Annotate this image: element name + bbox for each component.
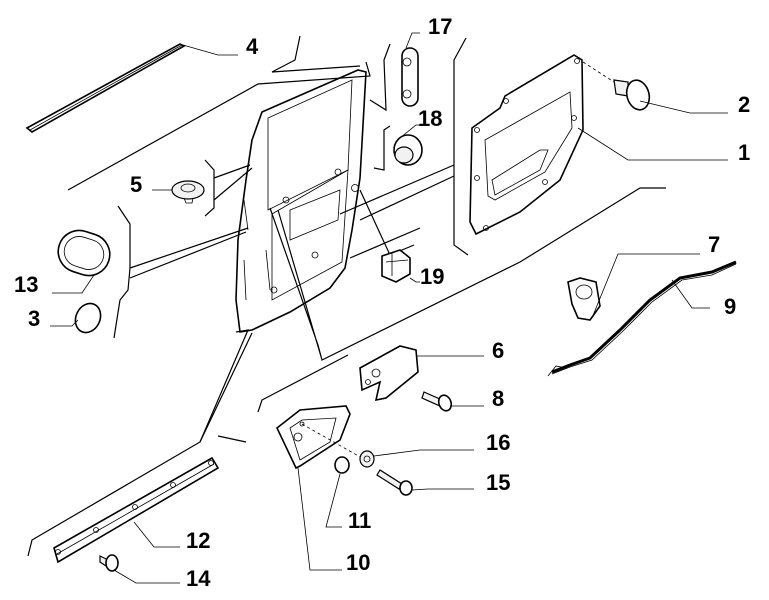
callout-4[interactable]: 4 [246,34,259,59]
leader-15 [411,488,474,491]
callout-18[interactable]: 18 [418,106,442,131]
leader-17 [405,32,420,49]
callout-12[interactable]: 12 [186,528,210,553]
leader-14 [113,569,180,584]
callout-9[interactable]: 9 [724,294,736,319]
part-screw [421,391,453,412]
callout-11[interactable]: 11 [348,508,371,533]
leader-11 [325,473,342,528]
part-small-plug [334,456,350,474]
part-inner-handle [359,345,419,402]
callout-5[interactable]: 5 [130,172,142,197]
leader-2 [639,100,728,114]
part-lower-trim-strip [53,456,220,564]
part-hinge-plate [401,47,419,107]
callout-1[interactable]: 1 [738,140,750,165]
callout-16[interactable]: 16 [486,430,510,455]
leader-18 [399,124,420,139]
clip-guide-line [582,61,615,83]
part-cable-clip [567,277,601,321]
part-bump-stop [393,134,423,166]
part-handle-housing [276,405,351,470]
callout-leaders [50,32,728,584]
part-bolt [376,469,413,496]
leader-1 [577,127,728,161]
leader-3 [50,319,79,327]
leader-7 [591,253,700,319]
callout-6[interactable]: 6 [492,338,504,363]
part-oval-plug [57,229,111,277]
callout-17[interactable]: 17 [428,14,452,39]
door-frame [235,69,367,333]
part-door-switch [381,249,411,283]
leader-16 [373,449,474,457]
part-fastener-clip [171,180,205,204]
leader-12 [133,521,180,548]
callout-3[interactable]: 3 [28,306,40,331]
part-round-plug [74,302,102,334]
callout-labels: 4 2 1 5 13 3 17 18 19 7 9 6 8 16 15 11 1… [14,14,750,591]
callout-13[interactable]: 13 [14,272,38,297]
callout-14[interactable]: 14 [186,566,211,591]
leader-19 [409,277,420,283]
callout-19[interactable]: 19 [420,264,444,289]
part-rivet-clip [99,554,119,572]
leader-9 [671,279,710,309]
leader-10 [297,467,342,571]
leader-4 [182,44,238,56]
leader-lines [27,35,666,557]
callout-7[interactable]: 7 [708,232,720,257]
leader-13 [52,274,95,294]
part-push-clip [613,79,651,111]
part-release-cable [547,260,737,377]
part-nut [359,450,375,468]
callout-10[interactable]: 10 [346,550,370,575]
part-window-seal-strip [25,43,186,133]
callout-15[interactable]: 15 [486,470,510,495]
callout-2[interactable]: 2 [738,92,750,117]
callout-8[interactable]: 8 [492,386,504,411]
part-door-trim-panel [469,54,584,236]
